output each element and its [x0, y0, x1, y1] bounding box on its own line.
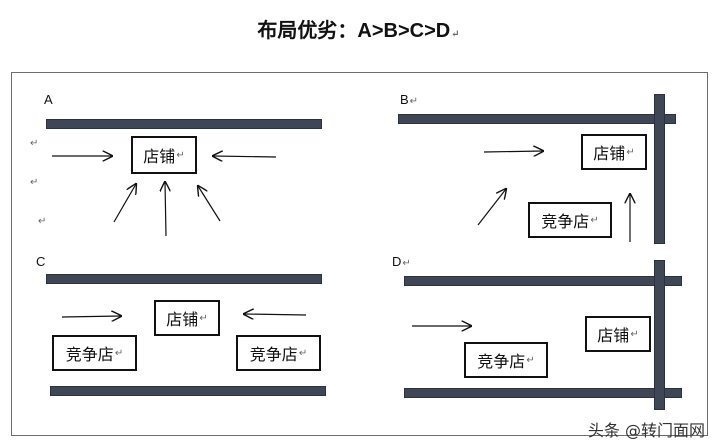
- panel-d-competitor-mark: ↵: [526, 354, 535, 366]
- panel-c-competitor-left: 竞争店↵: [52, 335, 137, 371]
- panel-b-road-vertical: [654, 94, 665, 244]
- panel-b-shop-label: 店铺: [593, 144, 626, 163]
- panel-d-shop-label: 店铺: [597, 326, 630, 345]
- panel-c-shop: 店铺↵: [154, 300, 220, 336]
- panel-a-shop-label: 店铺: [143, 147, 176, 166]
- page-title: 布局优劣：A>B>C>D↵: [0, 14, 717, 43]
- panel-c-shop-label: 店铺: [166, 310, 199, 329]
- panel-c-competitor-right-label: 竞争店: [249, 345, 298, 364]
- panel-b-shop: 店铺↵: [581, 134, 647, 170]
- panel-d-label-mark: ↵: [402, 258, 411, 269]
- diagram-frame: [11, 72, 708, 436]
- stray-mark-2: ↵: [30, 177, 39, 188]
- panel-d-competitor-label: 竞争店: [477, 352, 526, 371]
- title-order: A>B>C>D: [357, 20, 451, 42]
- panel-a-label: A: [44, 92, 53, 107]
- stray-mark-3: ↵: [38, 216, 47, 227]
- panel-c-label: C: [36, 254, 46, 269]
- stray-mark-1: ↵: [30, 138, 39, 149]
- panel-b-label-text: B: [400, 92, 409, 107]
- panel-d-competitor: 竞争店↵: [464, 342, 548, 378]
- watermark: 头条 @转门面网: [587, 421, 705, 440]
- title-prefix: 布局优劣：: [257, 18, 358, 42]
- arrow-a-bottom-left: [113, 184, 136, 223]
- panel-b-competitor-label: 竞争店: [541, 212, 590, 231]
- panel-d-road-top: [404, 276, 682, 286]
- panel-c-road-top: [46, 274, 322, 284]
- panel-a-shop-mark: ↵: [176, 149, 185, 161]
- panel-b-label: B↵: [400, 92, 418, 107]
- panel-c-competitor-left-label: 竞争店: [65, 345, 114, 364]
- panel-c-competitor-right: 竞争店↵: [236, 335, 321, 371]
- arrow-c-right: [244, 314, 307, 315]
- panel-c-competitor-right-mark: ↵: [298, 347, 308, 359]
- arrow-a-bottom-right: [198, 186, 221, 222]
- panel-b-shop-mark: ↵: [626, 146, 635, 158]
- panel-b-road-horizontal: [398, 114, 676, 124]
- panel-d-label: D↵: [392, 254, 411, 269]
- arrow-b-diagonal: [477, 189, 506, 226]
- arrow-b-left: [483, 151, 543, 152]
- panel-b-competitor-mark: ↵: [590, 214, 599, 226]
- panel-c-road-bottom: [50, 386, 326, 396]
- panel-c-shop-mark: ↵: [199, 312, 208, 324]
- panel-b-label-mark: ↵: [409, 96, 419, 107]
- panel-a-shop: 店铺↵: [131, 136, 197, 174]
- panel-d-road-vertical: [654, 260, 665, 410]
- panel-b-competitor: 竞争店↵: [528, 202, 612, 238]
- arrow-c-left: [61, 316, 121, 317]
- panel-c-competitor-left-mark: ↵: [114, 347, 124, 359]
- panel-d-shop-mark: ↵: [630, 328, 639, 340]
- panel-d-road-bottom: [404, 388, 682, 398]
- arrow-a-right: [213, 156, 277, 157]
- panel-d-label-text: D: [392, 254, 402, 269]
- arrow-a-bottom-center: [165, 182, 166, 237]
- panel-d-shop: 店铺↵: [585, 316, 651, 352]
- title-return-mark: ↵: [451, 29, 460, 40]
- panel-a-road: [46, 119, 322, 129]
